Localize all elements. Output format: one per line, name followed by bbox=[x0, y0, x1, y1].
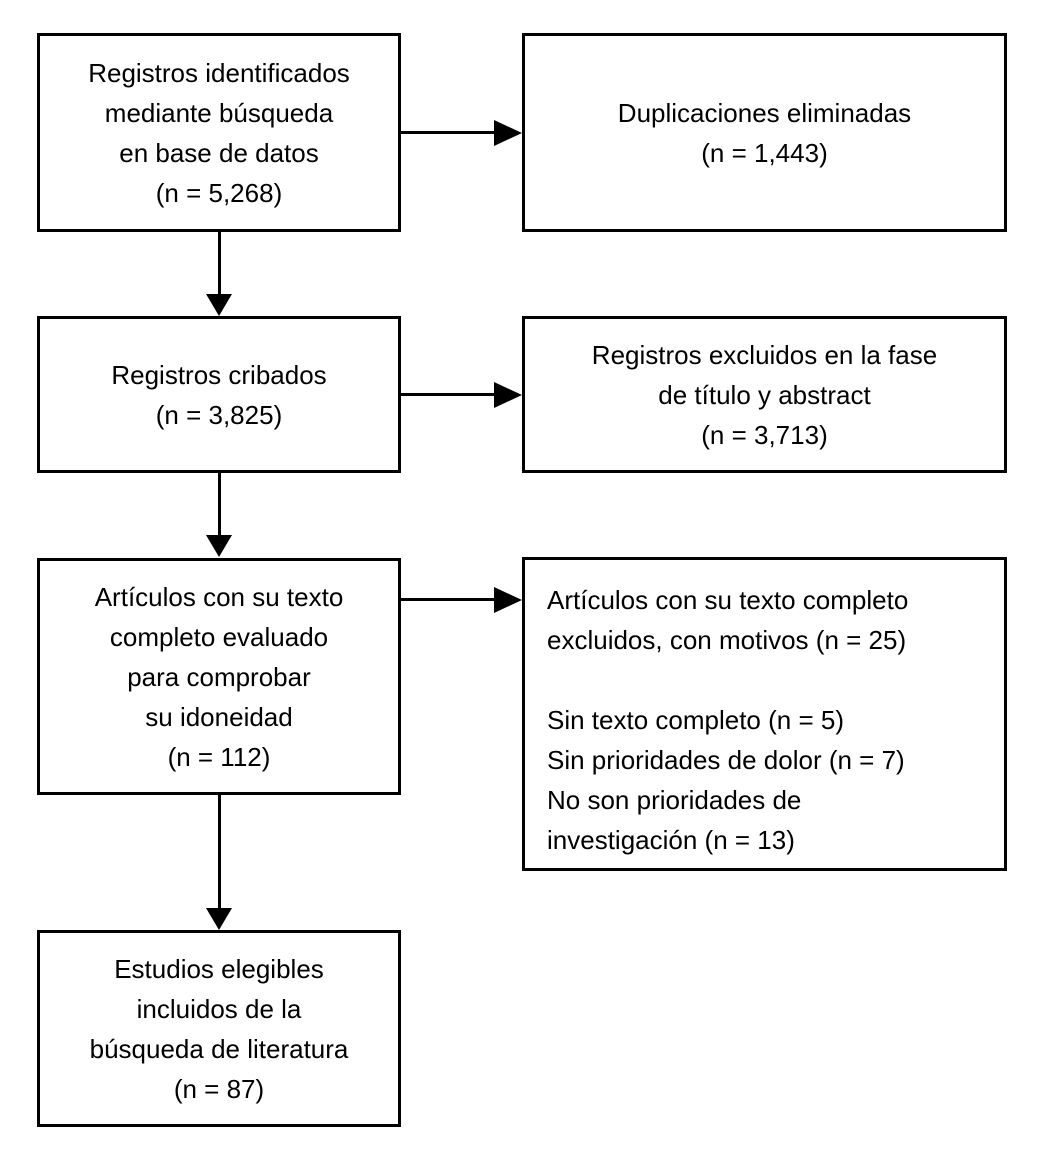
box-duplicates-removed-text: Duplicaciones eliminadas (n = 1,443) bbox=[617, 97, 912, 168]
box-fulltext-assessed: Artículos con su texto completo evaluado… bbox=[37, 558, 401, 795]
arrow-assessed-to-ftexcluded-head-icon bbox=[494, 587, 522, 613]
arrow-identified-to-screened-head-icon bbox=[206, 294, 232, 316]
box-records-excluded: Registros excluidos en la fase de título… bbox=[522, 316, 1007, 473]
arrow-screened-to-assessed-head-icon bbox=[206, 535, 232, 557]
box-records-screened: Registros cribados (n = 3,825) bbox=[37, 316, 401, 473]
box-records-identified-text: Registros identificados mediante búsqued… bbox=[88, 57, 350, 208]
arrow-assessed-to-ftexcluded-shaft bbox=[401, 598, 495, 601]
arrow-identified-to-duplicates-shaft bbox=[401, 131, 495, 134]
arrow-assessed-to-included-shaft bbox=[218, 795, 221, 908]
box-studies-included-text: Estudios elegibles incluidos de la búsqu… bbox=[89, 953, 349, 1104]
arrow-screened-to-excluded-head-icon bbox=[494, 382, 522, 408]
box-studies-included: Estudios elegibles incluidos de la búsqu… bbox=[37, 930, 401, 1127]
box-records-identified: Registros identificados mediante búsqued… bbox=[37, 33, 401, 232]
box-fulltext-excluded-text: Artículos con su texto completo excluido… bbox=[547, 585, 909, 855]
box-duplicates-removed: Duplicaciones eliminadas (n = 1,443) bbox=[522, 33, 1007, 232]
box-records-excluded-text: Registros excluidos en la fase de título… bbox=[591, 339, 938, 450]
arrow-identified-to-duplicates-head-icon bbox=[494, 120, 522, 146]
box-fulltext-assessed-text: Artículos con su texto completo evaluado… bbox=[94, 581, 344, 772]
box-fulltext-excluded: Artículos con su texto completo excluido… bbox=[522, 557, 1007, 871]
arrow-screened-to-excluded-shaft bbox=[401, 393, 495, 396]
arrow-identified-to-screened-shaft bbox=[218, 232, 221, 294]
arrow-screened-to-assessed-shaft bbox=[218, 473, 221, 535]
arrow-assessed-to-included-head-icon bbox=[206, 908, 232, 930]
box-records-screened-text: Registros cribados (n = 3,825) bbox=[111, 359, 327, 430]
